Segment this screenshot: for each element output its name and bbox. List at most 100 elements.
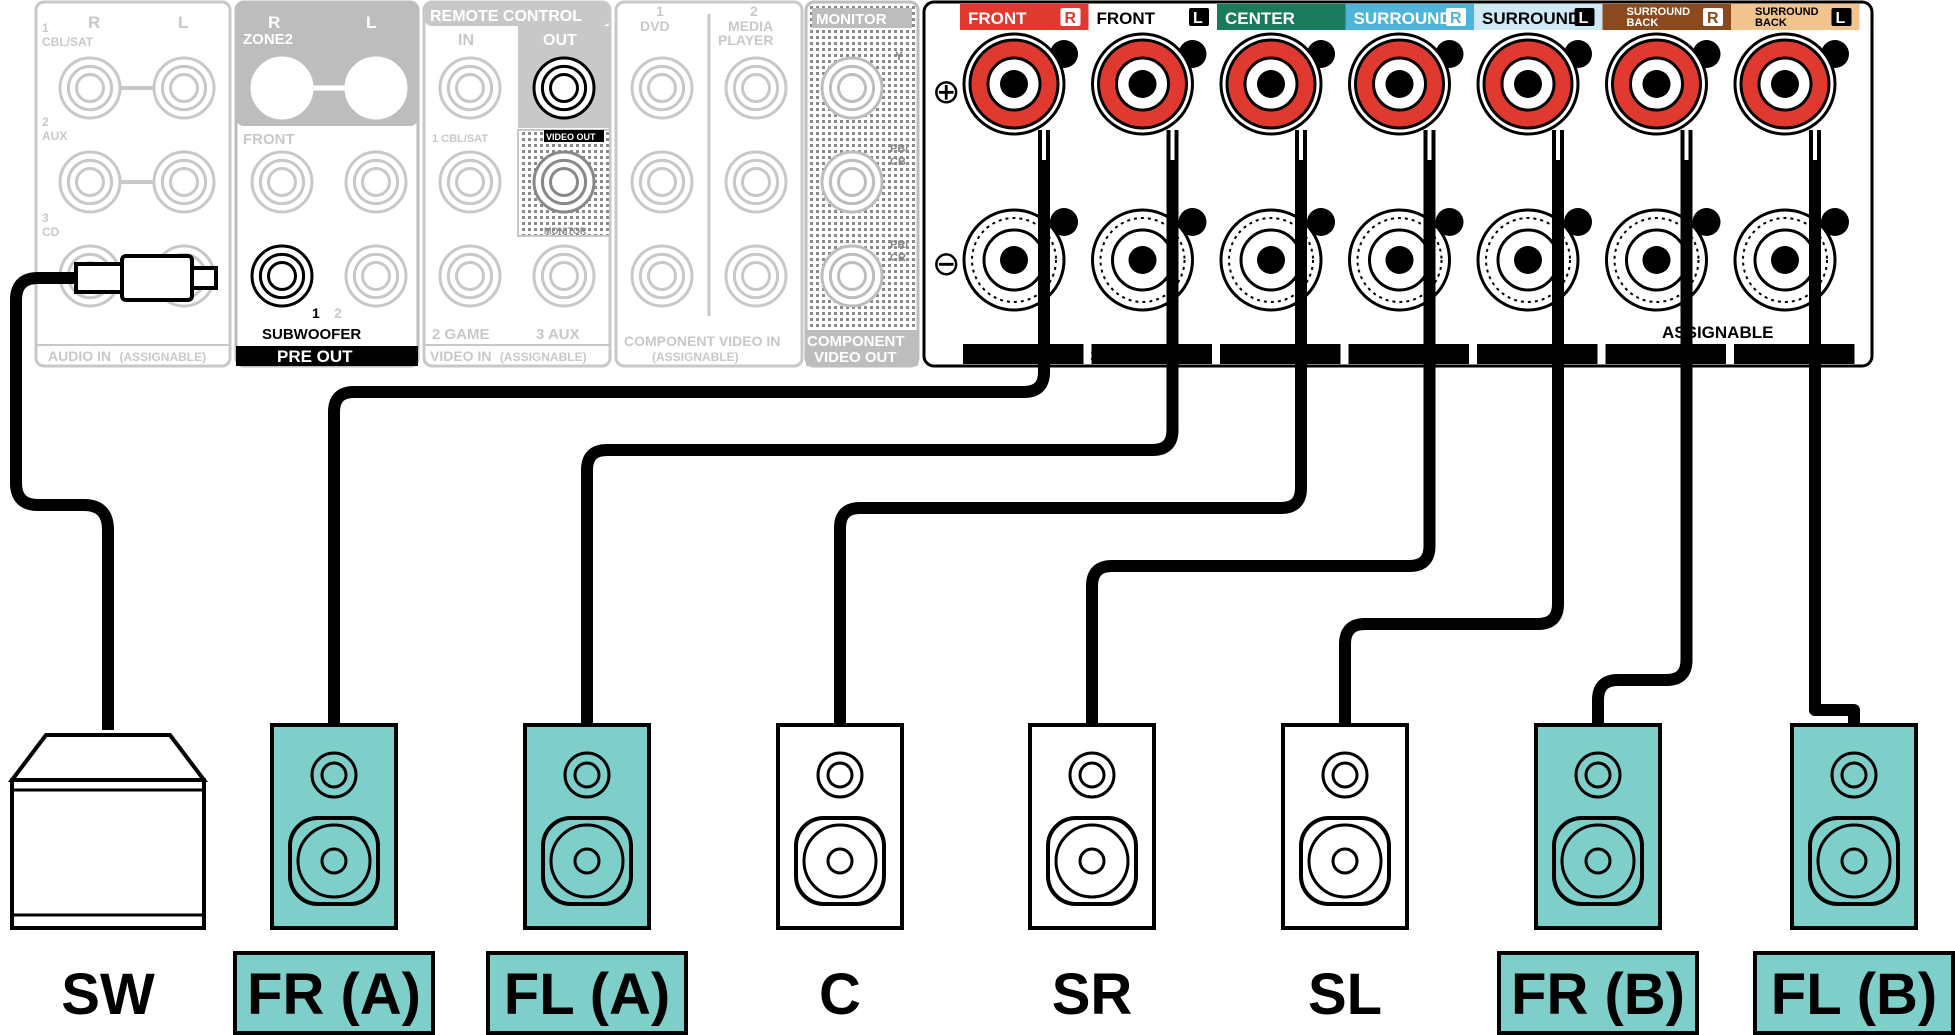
- subwoofer-jack-2: [344, 244, 408, 308]
- component-out-jack-3: [820, 244, 884, 308]
- speaker-2: FR (A): [233, 723, 435, 1035]
- speaker-7: FR (B): [1497, 723, 1699, 1035]
- video-out-label: VIDEO OUT: [546, 132, 596, 142]
- terminal-minus-7: [1733, 208, 1849, 312]
- video-in-footer-a: VIDEO IN: [430, 348, 491, 364]
- terminal-side-label-5: L: [1579, 10, 1589, 27]
- audio-in-jack-l-1: [152, 56, 216, 120]
- terminal-footer-bar-5: [1477, 344, 1598, 364]
- assignable-label: ASSIGNABLE: [1662, 323, 1773, 342]
- terminal-header-label-5: SURROUND: [1482, 9, 1580, 28]
- subwoofer-jack-1: [250, 244, 314, 308]
- speaker-woofer-cap: [1331, 847, 1359, 875]
- terminal-side-label-1: R: [1065, 10, 1077, 27]
- remote-in-label: IN: [458, 32, 474, 49]
- terminal-plus-4: [1348, 32, 1464, 136]
- component-in-footer-a: COMPONENT VIDEO IN: [624, 333, 780, 349]
- video-in-game-label: 2 GAME: [432, 326, 490, 343]
- video-out-jack: [532, 150, 596, 214]
- rca-plug-tip: [190, 266, 218, 290]
- component-in-media-jack-2: [724, 150, 788, 214]
- terminal-footer-bar-3: [1220, 344, 1341, 364]
- component-dvd-name: DVD: [640, 18, 670, 34]
- cable-3: [834, 130, 1307, 725]
- front-jack-l: [344, 150, 408, 214]
- speaker-4: C: [776, 723, 904, 1027]
- component-out-y-label: Y: [895, 49, 903, 63]
- video-in-panel: REMOTE CONTROL IN OUT 1 CBL/SAT VIDEO OU…: [422, 0, 612, 368]
- terminal-side-box-7: [1831, 8, 1852, 26]
- remote-in-jack: [438, 56, 502, 120]
- pre-out-front-label: FRONT: [243, 131, 295, 148]
- terminal-side-label-7: L: [1836, 10, 1846, 27]
- component-out-pb-line1: PB/: [890, 143, 908, 155]
- speaker-terminals: [962, 32, 1849, 312]
- audio-in-panel: R L 1 CBL/SAT 2 AUX 3 CD AUDIO IN (ASSIG…: [34, 0, 232, 368]
- terminal-header-line-4-1: SURROUND: [1354, 9, 1452, 28]
- video-in-footer-b: (ASSIGNABLE): [500, 350, 587, 364]
- component-media-label: 2 MEDIA PLAYER: [718, 3, 776, 48]
- terminal-side-label-2: L: [1193, 10, 1203, 27]
- zone2-label: ZONE2: [243, 31, 293, 48]
- component-in-dvd-jack-2: [630, 150, 694, 214]
- cable-1: [328, 130, 1050, 725]
- speaker-woofer-cap: [320, 847, 348, 875]
- audio-in-row3-num: 3: [42, 211, 49, 225]
- subwoofer-top: [7, 733, 209, 782]
- terminal-side-label-4: R: [1450, 10, 1462, 27]
- terminal-header-line-7-1: SURROUND: [1755, 6, 1819, 18]
- component-out-monitor-label: MONITOR: [816, 11, 887, 28]
- subwoofer-cable: [10, 254, 218, 730]
- component-media-name2: PLAYER: [718, 32, 774, 48]
- speaker-label: FL (A): [504, 962, 670, 1027]
- speaker-3: FL (A): [486, 723, 688, 1035]
- front-jack-r: [250, 150, 314, 214]
- speaker-label-box: [1753, 951, 1955, 1035]
- speaker-8: FL (B): [1753, 723, 1955, 1035]
- video-monitor-label: MONITOR: [544, 226, 587, 236]
- audio-in-row2-num: 2: [42, 115, 49, 129]
- pre-out-footer: PRE OUT: [277, 347, 353, 366]
- video-in-footer: VIDEO IN (ASSIGNABLE): [430, 348, 587, 365]
- terminal-side-box-2: [1189, 8, 1209, 26]
- video-in-jack-2: [438, 244, 502, 308]
- audio-in-row3-label: 3 CD: [42, 211, 60, 239]
- speaker-label: SW: [61, 962, 155, 1027]
- audio-in-row1-label: 1 CBL/SAT: [42, 21, 94, 49]
- video-in-cbl-label: 1 CBL/SAT: [432, 133, 488, 145]
- component-in-dvd-jack-1: [630, 56, 694, 120]
- audio-in-row2-name: AUX: [42, 129, 67, 143]
- speaker-tweeter-inner: [1331, 761, 1359, 789]
- speaker-woofer-cap: [1840, 847, 1868, 875]
- video-in-jack-3: [532, 244, 596, 308]
- component-media-num: 2: [750, 3, 758, 19]
- terminal-plus-3: [1219, 32, 1335, 136]
- pre-out-l-label: L: [366, 13, 376, 32]
- terminal-side-box-4: [1446, 8, 1466, 26]
- audio-in-footer: AUDIO IN (ASSIGNABLE): [48, 348, 206, 365]
- speaker-label-box: [486, 951, 688, 1035]
- speaker-label: SL: [1308, 962, 1382, 1027]
- terminal-header-label-3: CENTER: [1225, 9, 1295, 28]
- terminal-side-box-6: [1703, 8, 1723, 26]
- cable-2: [581, 130, 1179, 725]
- rca-plug-sleeve: [120, 254, 194, 302]
- component-in-dvd-jack-3: [630, 244, 694, 308]
- terminal-footer: [963, 344, 1855, 364]
- component-in-footer-b: (ASSIGNABLE): [652, 350, 739, 364]
- terminal-header-line-7-2: BACK: [1755, 17, 1787, 29]
- terminal-header-label-2: FRONT: [1097, 9, 1156, 28]
- component-out-jack-1: [820, 56, 884, 120]
- component-dvd-num: 1: [656, 3, 664, 19]
- component-video-in-panel: 1 DVD 2 MEDIA PLAYER COMPONENT VIDEO IN …: [614, 0, 804, 368]
- audio-in-jack-r-1: [58, 56, 122, 120]
- audio-in-jack-r-2: [58, 150, 122, 214]
- component-out-pr-line2: CR: [890, 252, 906, 264]
- subwoofer-num-1: 1: [312, 305, 320, 321]
- speaker-tweeter-inner: [1078, 761, 1106, 789]
- speaker-woofer-cap: [826, 847, 854, 875]
- video-in-jacks: [438, 56, 596, 308]
